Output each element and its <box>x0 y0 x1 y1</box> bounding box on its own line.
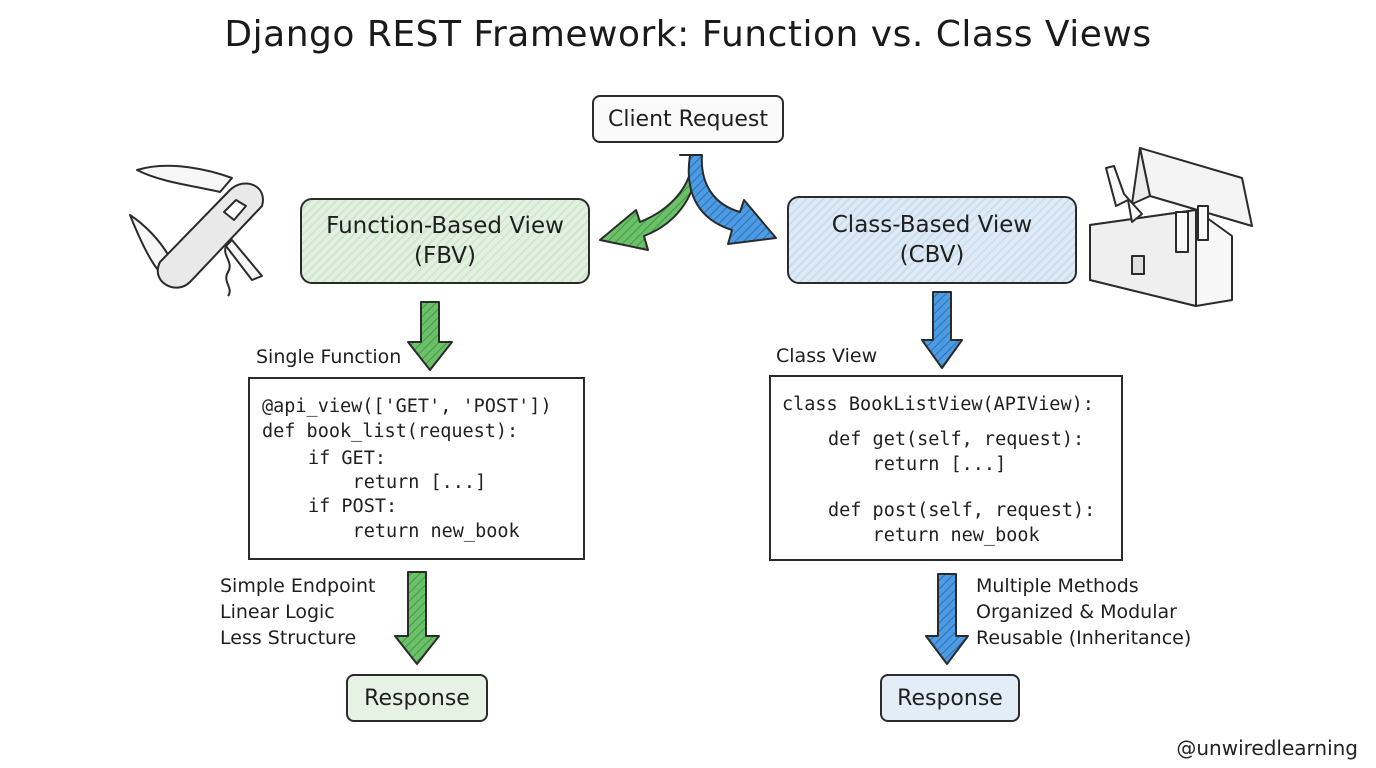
fbv-note: Linear Logic <box>220 601 335 623</box>
cbv-box: Class-Based View (CBV) <box>787 196 1077 284</box>
fbv-code-block: @api_view(['GET', 'POST']) def book_list… <box>248 377 585 560</box>
fbv-response-arrow <box>394 571 440 665</box>
code-line: if POST: <box>308 496 398 517</box>
code-line: def get(self, request): <box>828 429 1085 450</box>
fbv-down-arrow <box>407 301 453 371</box>
cbv-code-block: class BookListView(APIView): def get(sel… <box>769 375 1123 561</box>
swiss-army-knife-icon <box>129 164 264 297</box>
cbv-abbrev: (CBV) <box>899 242 965 268</box>
code-line: return new_book <box>308 521 520 542</box>
cbv-response-box: Response <box>880 674 1020 722</box>
fbv-code-label: Single Function <box>256 346 402 368</box>
fbv-note: Simple Endpoint <box>220 575 376 597</box>
cbv-note: Organized & Modular <box>976 601 1177 623</box>
diagram-title: Django REST Framework: Function vs. Clas… <box>224 14 1152 55</box>
code-line: return new_book <box>828 525 1040 546</box>
code-line: @api_view(['GET', 'POST']) <box>262 396 552 417</box>
fbv-abbrev: (FBV) <box>414 243 476 269</box>
cbv-down-arrow <box>921 291 963 369</box>
code-line: return [...] <box>828 454 1007 475</box>
toolbox-icon <box>1089 147 1253 307</box>
fbv-response-box: Response <box>346 674 488 722</box>
code-line: if GET: <box>308 448 386 469</box>
code-line: return [...] <box>308 472 487 493</box>
fbv-title: Function-Based View <box>326 213 564 239</box>
code-line: def book_list(request): <box>262 421 519 442</box>
cbv-response-arrow <box>925 573 969 665</box>
split-arrow-blue <box>687 154 777 245</box>
cbv-title: Class-Based View <box>831 212 1033 238</box>
fbv-notes: Simple Endpoint Linear Logic Less Struct… <box>220 573 375 651</box>
client-request-box: Client Request <box>592 95 784 143</box>
split-arrow-green <box>599 154 698 251</box>
fbv-box: Function-Based View (FBV) <box>300 198 590 284</box>
code-line: class BookListView(APIView): <box>782 394 1094 415</box>
author-handle: @unwiredlearning <box>1176 736 1358 760</box>
cbv-note: Multiple Methods <box>976 575 1139 597</box>
fbv-note: Less Structure <box>220 627 357 649</box>
code-line: def post(self, request): <box>828 500 1096 521</box>
cbv-code-label: Class View <box>776 345 878 367</box>
cbv-notes: Multiple Methods Organized & Modular Reu… <box>976 573 1191 651</box>
cbv-note: Reusable (Inheritance) <box>976 627 1192 649</box>
